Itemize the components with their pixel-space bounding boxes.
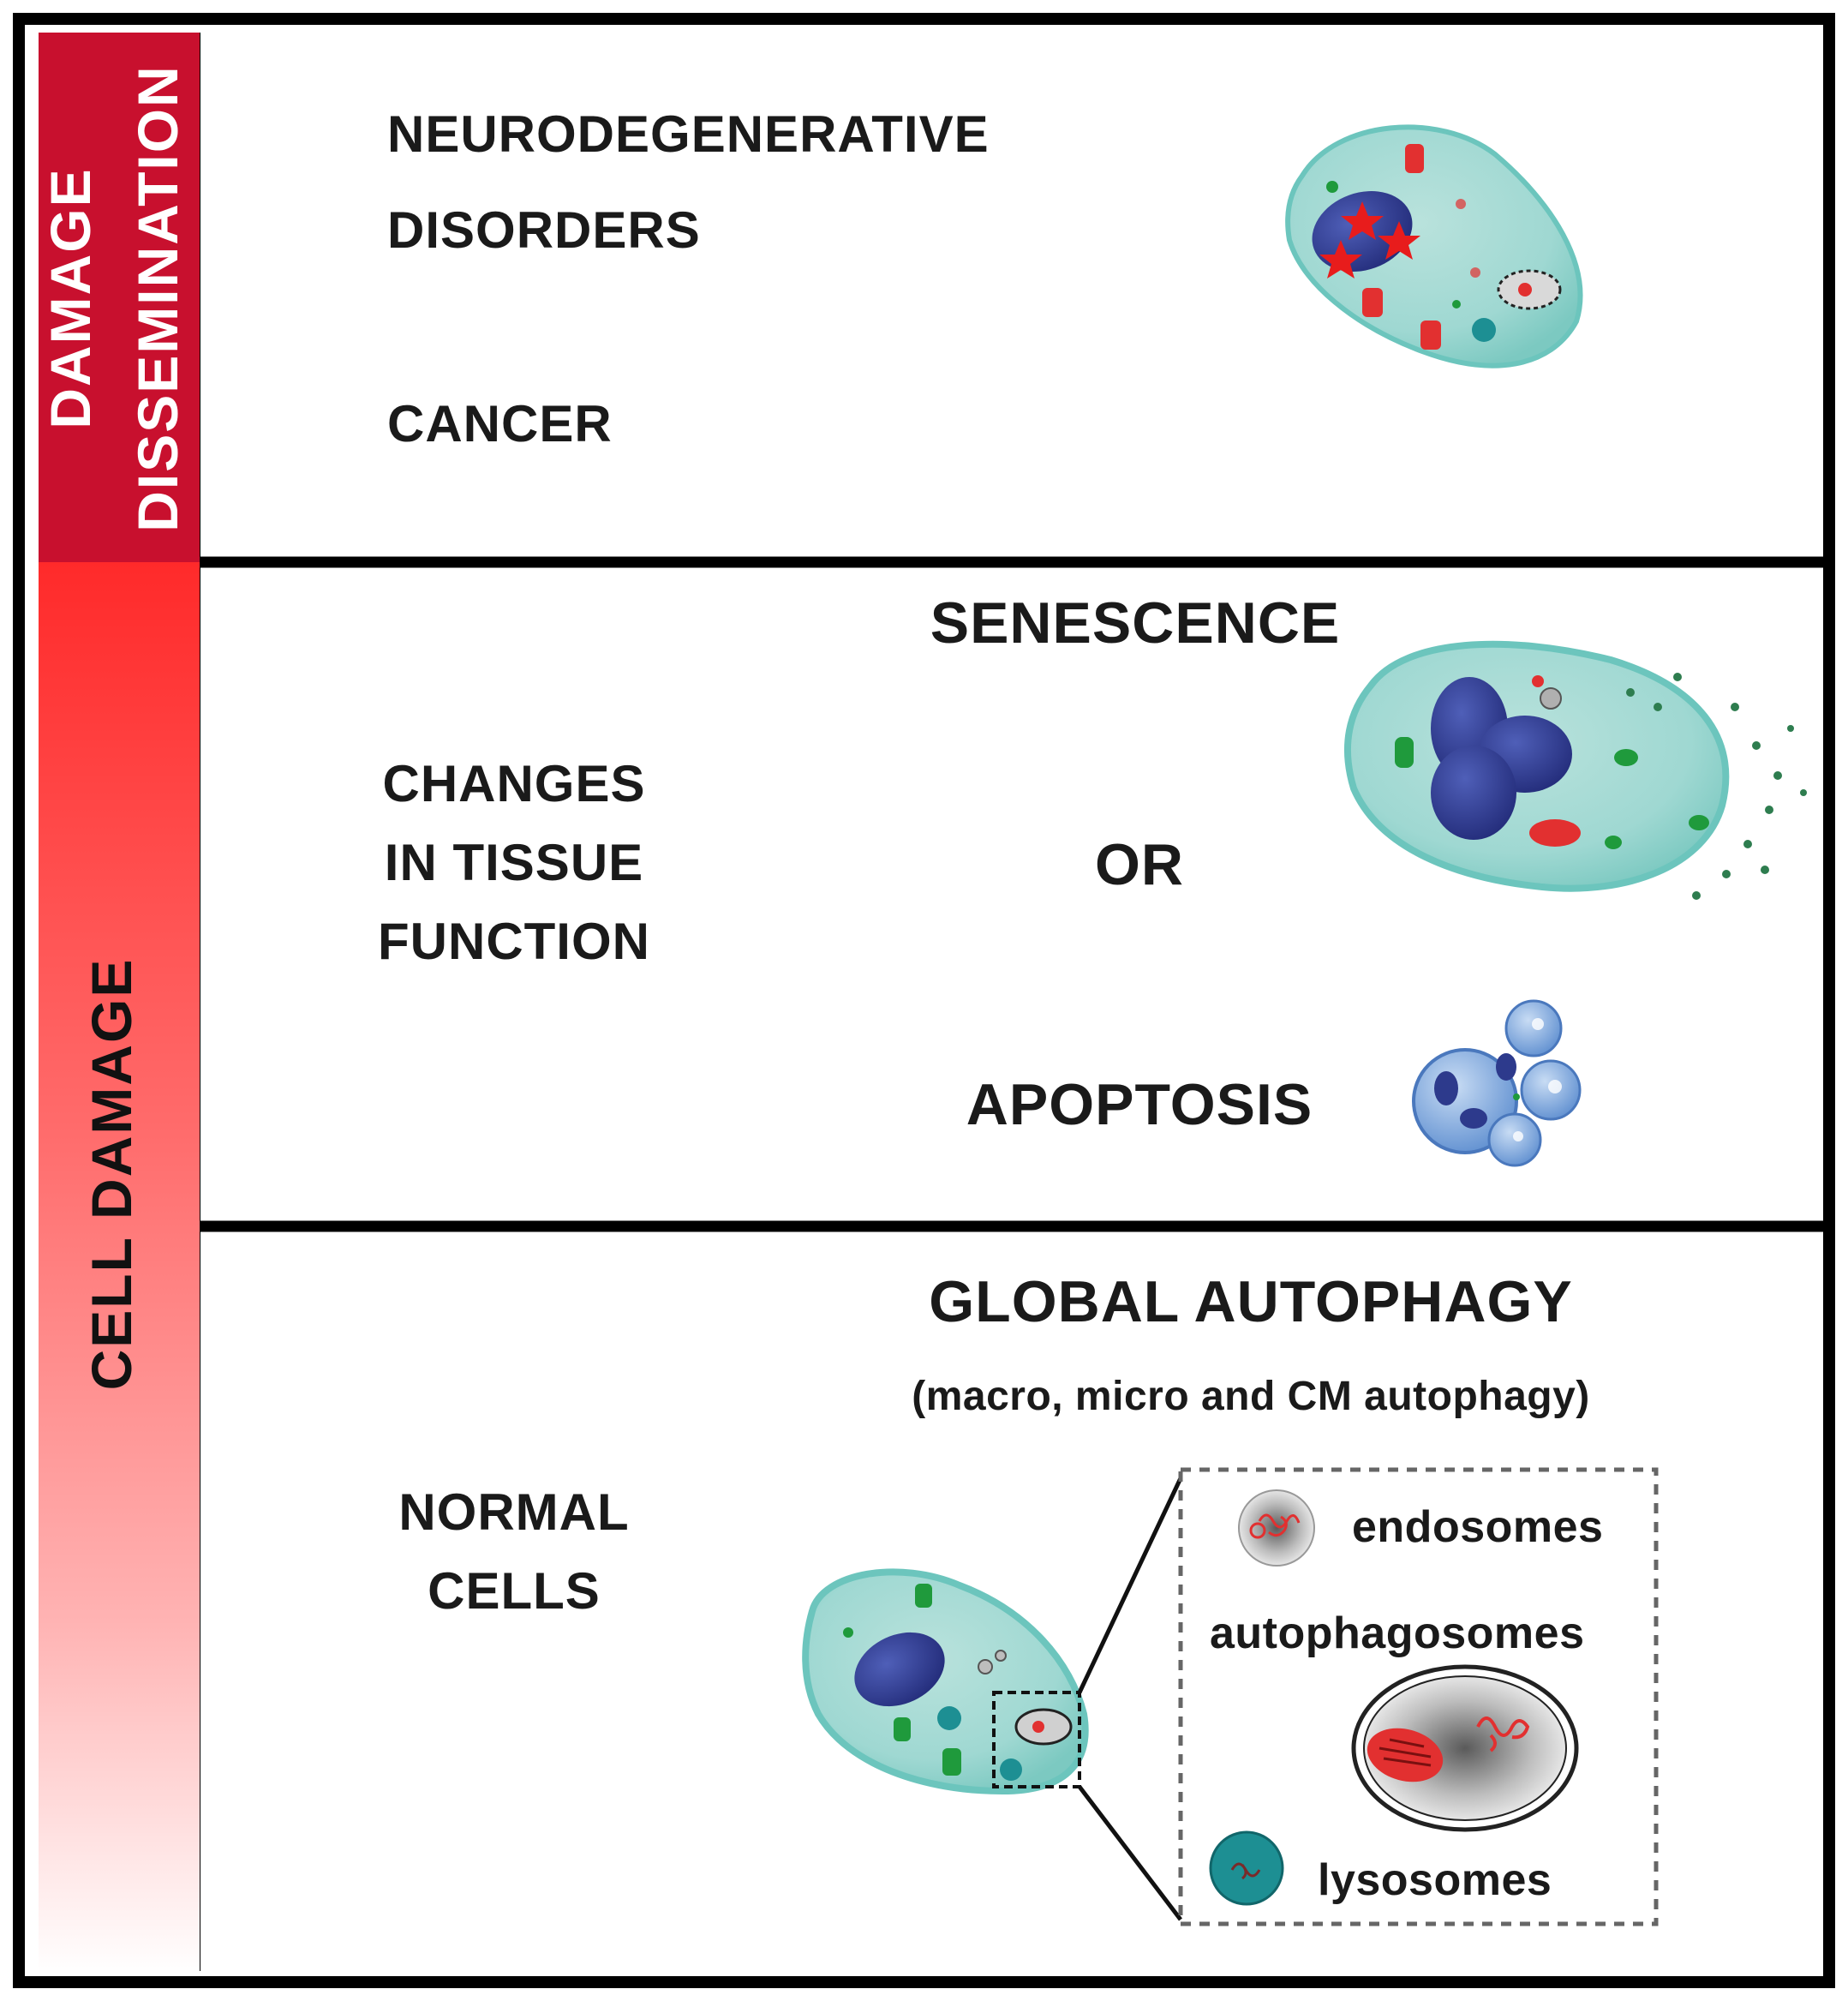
label-disorders: DISORDERS <box>387 201 701 259</box>
label-global-autophagy: GLOBAL AUTOPHAGY <box>929 1269 1573 1334</box>
label-changes: CHANGES <box>382 755 646 812</box>
side-label-cell-damage: CELL DAMAGE <box>80 957 143 1391</box>
side-label-damage: DAMAGE <box>39 167 102 429</box>
label-cancer: CANCER <box>387 395 613 452</box>
side-bar-cell-damage <box>39 562 200 1974</box>
legend-endosomes-label: endosomes <box>1352 1502 1604 1552</box>
side-label-dissemination: DISSEMINATION <box>126 64 189 532</box>
side-bar-dissemination <box>39 33 200 562</box>
label-in-tissue: IN TISSUE <box>384 834 644 891</box>
label-senescence: SENESCENCE <box>930 590 1341 656</box>
legend-autophagosomes-label: autophagosomes <box>1210 1609 1585 1658</box>
label-or: OR <box>1095 832 1184 897</box>
label-autophagy-types: (macro, micro and CM autophagy) <box>912 1374 1590 1419</box>
label-normal: NORMAL <box>398 1483 630 1541</box>
label-neurodegenerative: NEURODEGENERATIVE <box>387 105 990 163</box>
legend-lysosomes-label: lysosomes <box>1318 1855 1552 1905</box>
label-cells: CELLS <box>428 1562 601 1620</box>
label-apoptosis: APOPTOSIS <box>966 1072 1313 1137</box>
outer-border <box>13 13 1835 1988</box>
label-function: FUNCTION <box>378 913 650 970</box>
